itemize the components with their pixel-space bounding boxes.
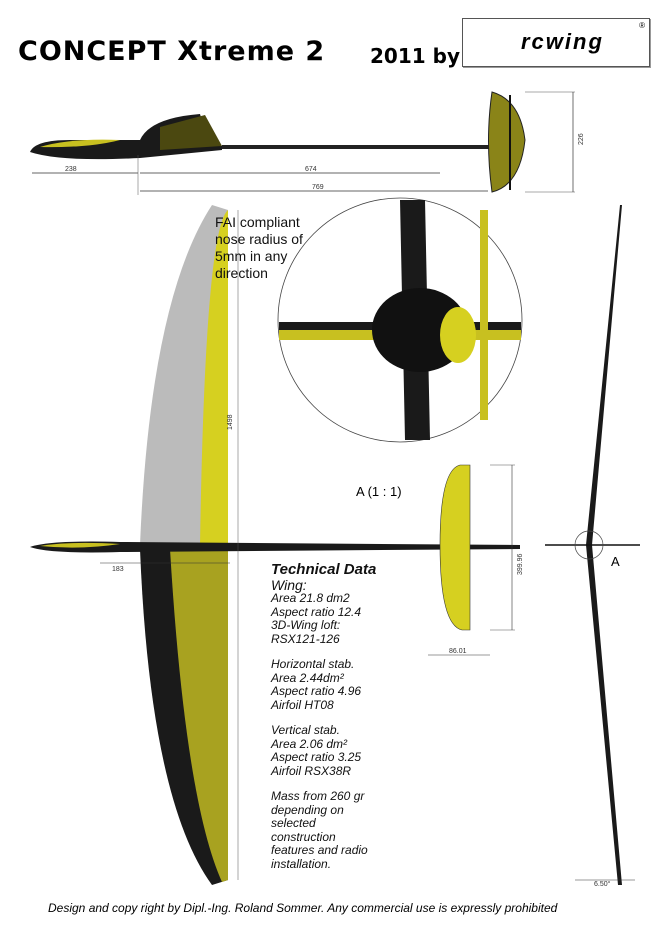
tech-title: Technical Data xyxy=(271,561,377,578)
hstab-aspect: Aspect ratio 4.96 xyxy=(271,684,362,698)
logo-text: rcwing xyxy=(521,29,604,54)
side-view xyxy=(30,91,575,195)
copyright-footer: Design and copy right by Dipl.-Ing. Rola… xyxy=(48,901,558,915)
note-line: nose radius of xyxy=(215,231,303,247)
vstab-aspect: Aspect ratio 3.25 xyxy=(271,750,362,764)
dim-total: 769 xyxy=(312,184,324,191)
note-line: 5mm in any xyxy=(215,248,288,264)
detail-label: A (1 : 1) xyxy=(356,484,402,499)
dim-fin: 226 xyxy=(578,133,585,145)
year-by: 2011 by xyxy=(370,44,460,68)
mass-line: Mass from 260 gr xyxy=(271,789,365,803)
mass-line: depending on xyxy=(271,802,344,817)
front-view xyxy=(545,205,640,885)
vstab-area: Area 2.06 dm² xyxy=(271,736,348,751)
vstab-heading: Vertical stab. xyxy=(271,723,340,737)
dim-dihedral: 6.50° xyxy=(594,880,611,888)
wing-loft: 3D-Wing loft: xyxy=(271,618,341,632)
dim-root: 183 xyxy=(112,566,124,573)
wing-area: Area 21.8 dm2 xyxy=(271,591,350,605)
vstab-airfoil: Airfoil RSX38R xyxy=(271,763,352,778)
dim-wing-tail: 674 xyxy=(305,166,317,173)
hstab-airfoil: Airfoil HT08 xyxy=(271,697,334,712)
mass-line: installation. xyxy=(271,856,332,871)
mass-line: selected xyxy=(271,816,316,830)
hstab-heading: Horizontal stab. xyxy=(271,657,355,671)
brand-logo: rcwing ® xyxy=(462,18,650,67)
mass-line: construction xyxy=(271,829,336,844)
dim-stab-span: 399.96 xyxy=(517,553,524,575)
registered-mark: ® xyxy=(639,21,645,30)
note-line: FAI compliant xyxy=(215,214,300,230)
dim-span: 1498 xyxy=(227,414,234,430)
dim-nose: 238 xyxy=(65,166,77,173)
wing-aspect: Aspect ratio 12.4 xyxy=(271,604,362,619)
note-line: direction xyxy=(215,265,268,281)
top-view xyxy=(30,205,520,885)
detail-view xyxy=(277,197,523,443)
dim-stab-chord: 86.01 xyxy=(449,648,467,655)
detail-marker: A xyxy=(611,554,620,569)
wing-heading: Wing: xyxy=(271,577,307,593)
technical-data: Technical Data Wing: Area 21.8 dm2 Aspec… xyxy=(271,561,376,871)
hstab-area: Area 2.44dm² xyxy=(271,670,344,685)
page-title: CONCEPT Xtreme 2 xyxy=(18,36,326,67)
wing-airfoil: RSX121-126 xyxy=(271,631,340,646)
mass-line: features and radio xyxy=(271,843,368,857)
fai-note: FAI compliant nose radius of 5mm in any … xyxy=(215,214,303,282)
